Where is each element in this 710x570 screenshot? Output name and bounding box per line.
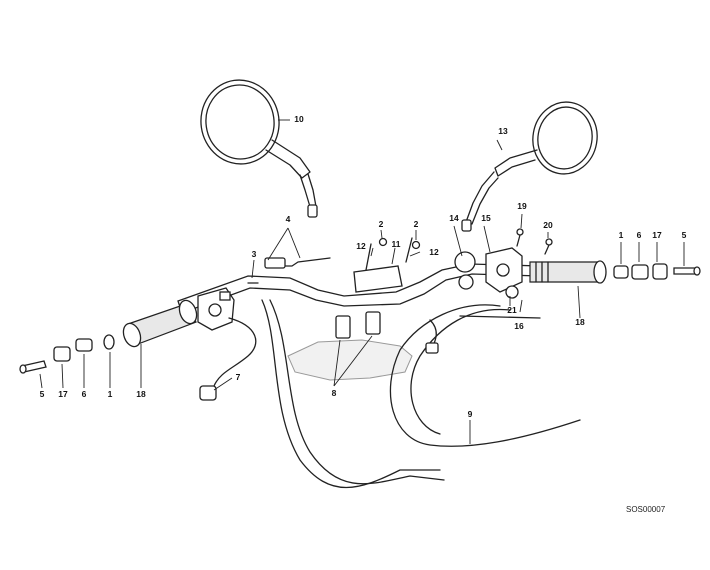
callout-13: 13 bbox=[498, 126, 508, 136]
leader-lines bbox=[39, 119, 685, 444]
right-switch-housing bbox=[454, 247, 523, 299]
callout-15: 15 bbox=[481, 213, 491, 223]
callout-7: 7 bbox=[236, 372, 241, 382]
callout-3: 3 bbox=[252, 249, 257, 259]
callout-18: 18 bbox=[136, 389, 146, 399]
callout-20: 20 bbox=[543, 220, 553, 230]
callout-1: 1 bbox=[108, 389, 113, 399]
callout-19: 19 bbox=[517, 201, 527, 211]
callout-6: 6 bbox=[637, 230, 642, 240]
callout-21: 21 bbox=[507, 305, 517, 315]
callout-2: 2 bbox=[414, 219, 419, 229]
left-grip bbox=[122, 299, 198, 348]
background-engine-silhouette bbox=[287, 339, 413, 381]
callout-2: 2 bbox=[379, 219, 384, 229]
cables bbox=[199, 299, 581, 489]
callout-9: 9 bbox=[468, 409, 473, 419]
left-switch-housing bbox=[197, 287, 235, 331]
right-mirror bbox=[461, 101, 598, 232]
small-screws bbox=[516, 228, 553, 255]
callout-17: 17 bbox=[652, 230, 662, 240]
callout-10: 10 bbox=[294, 114, 304, 124]
left-bar-end-parts bbox=[19, 334, 115, 374]
callout-5: 5 bbox=[682, 230, 687, 240]
callout-12: 12 bbox=[356, 241, 366, 251]
callout-5: 5 bbox=[40, 389, 45, 399]
left-mirror bbox=[200, 79, 318, 218]
callout-8: 8 bbox=[332, 388, 337, 398]
handlebar-clamp bbox=[247, 237, 421, 339]
callout-17: 17 bbox=[58, 389, 68, 399]
callout-18: 18 bbox=[575, 317, 585, 327]
right-grip bbox=[529, 260, 607, 284]
callout-12: 12 bbox=[429, 247, 439, 257]
drawing-code: SOS00007 bbox=[626, 505, 666, 514]
callout-11: 11 bbox=[392, 239, 401, 249]
callout-6: 6 bbox=[82, 389, 87, 399]
callout-4: 4 bbox=[286, 214, 291, 224]
right-bar-end-parts bbox=[613, 263, 701, 280]
callout-14: 14 bbox=[449, 213, 459, 223]
callout-1: 1 bbox=[619, 230, 624, 240]
callout-16: 16 bbox=[514, 321, 524, 331]
